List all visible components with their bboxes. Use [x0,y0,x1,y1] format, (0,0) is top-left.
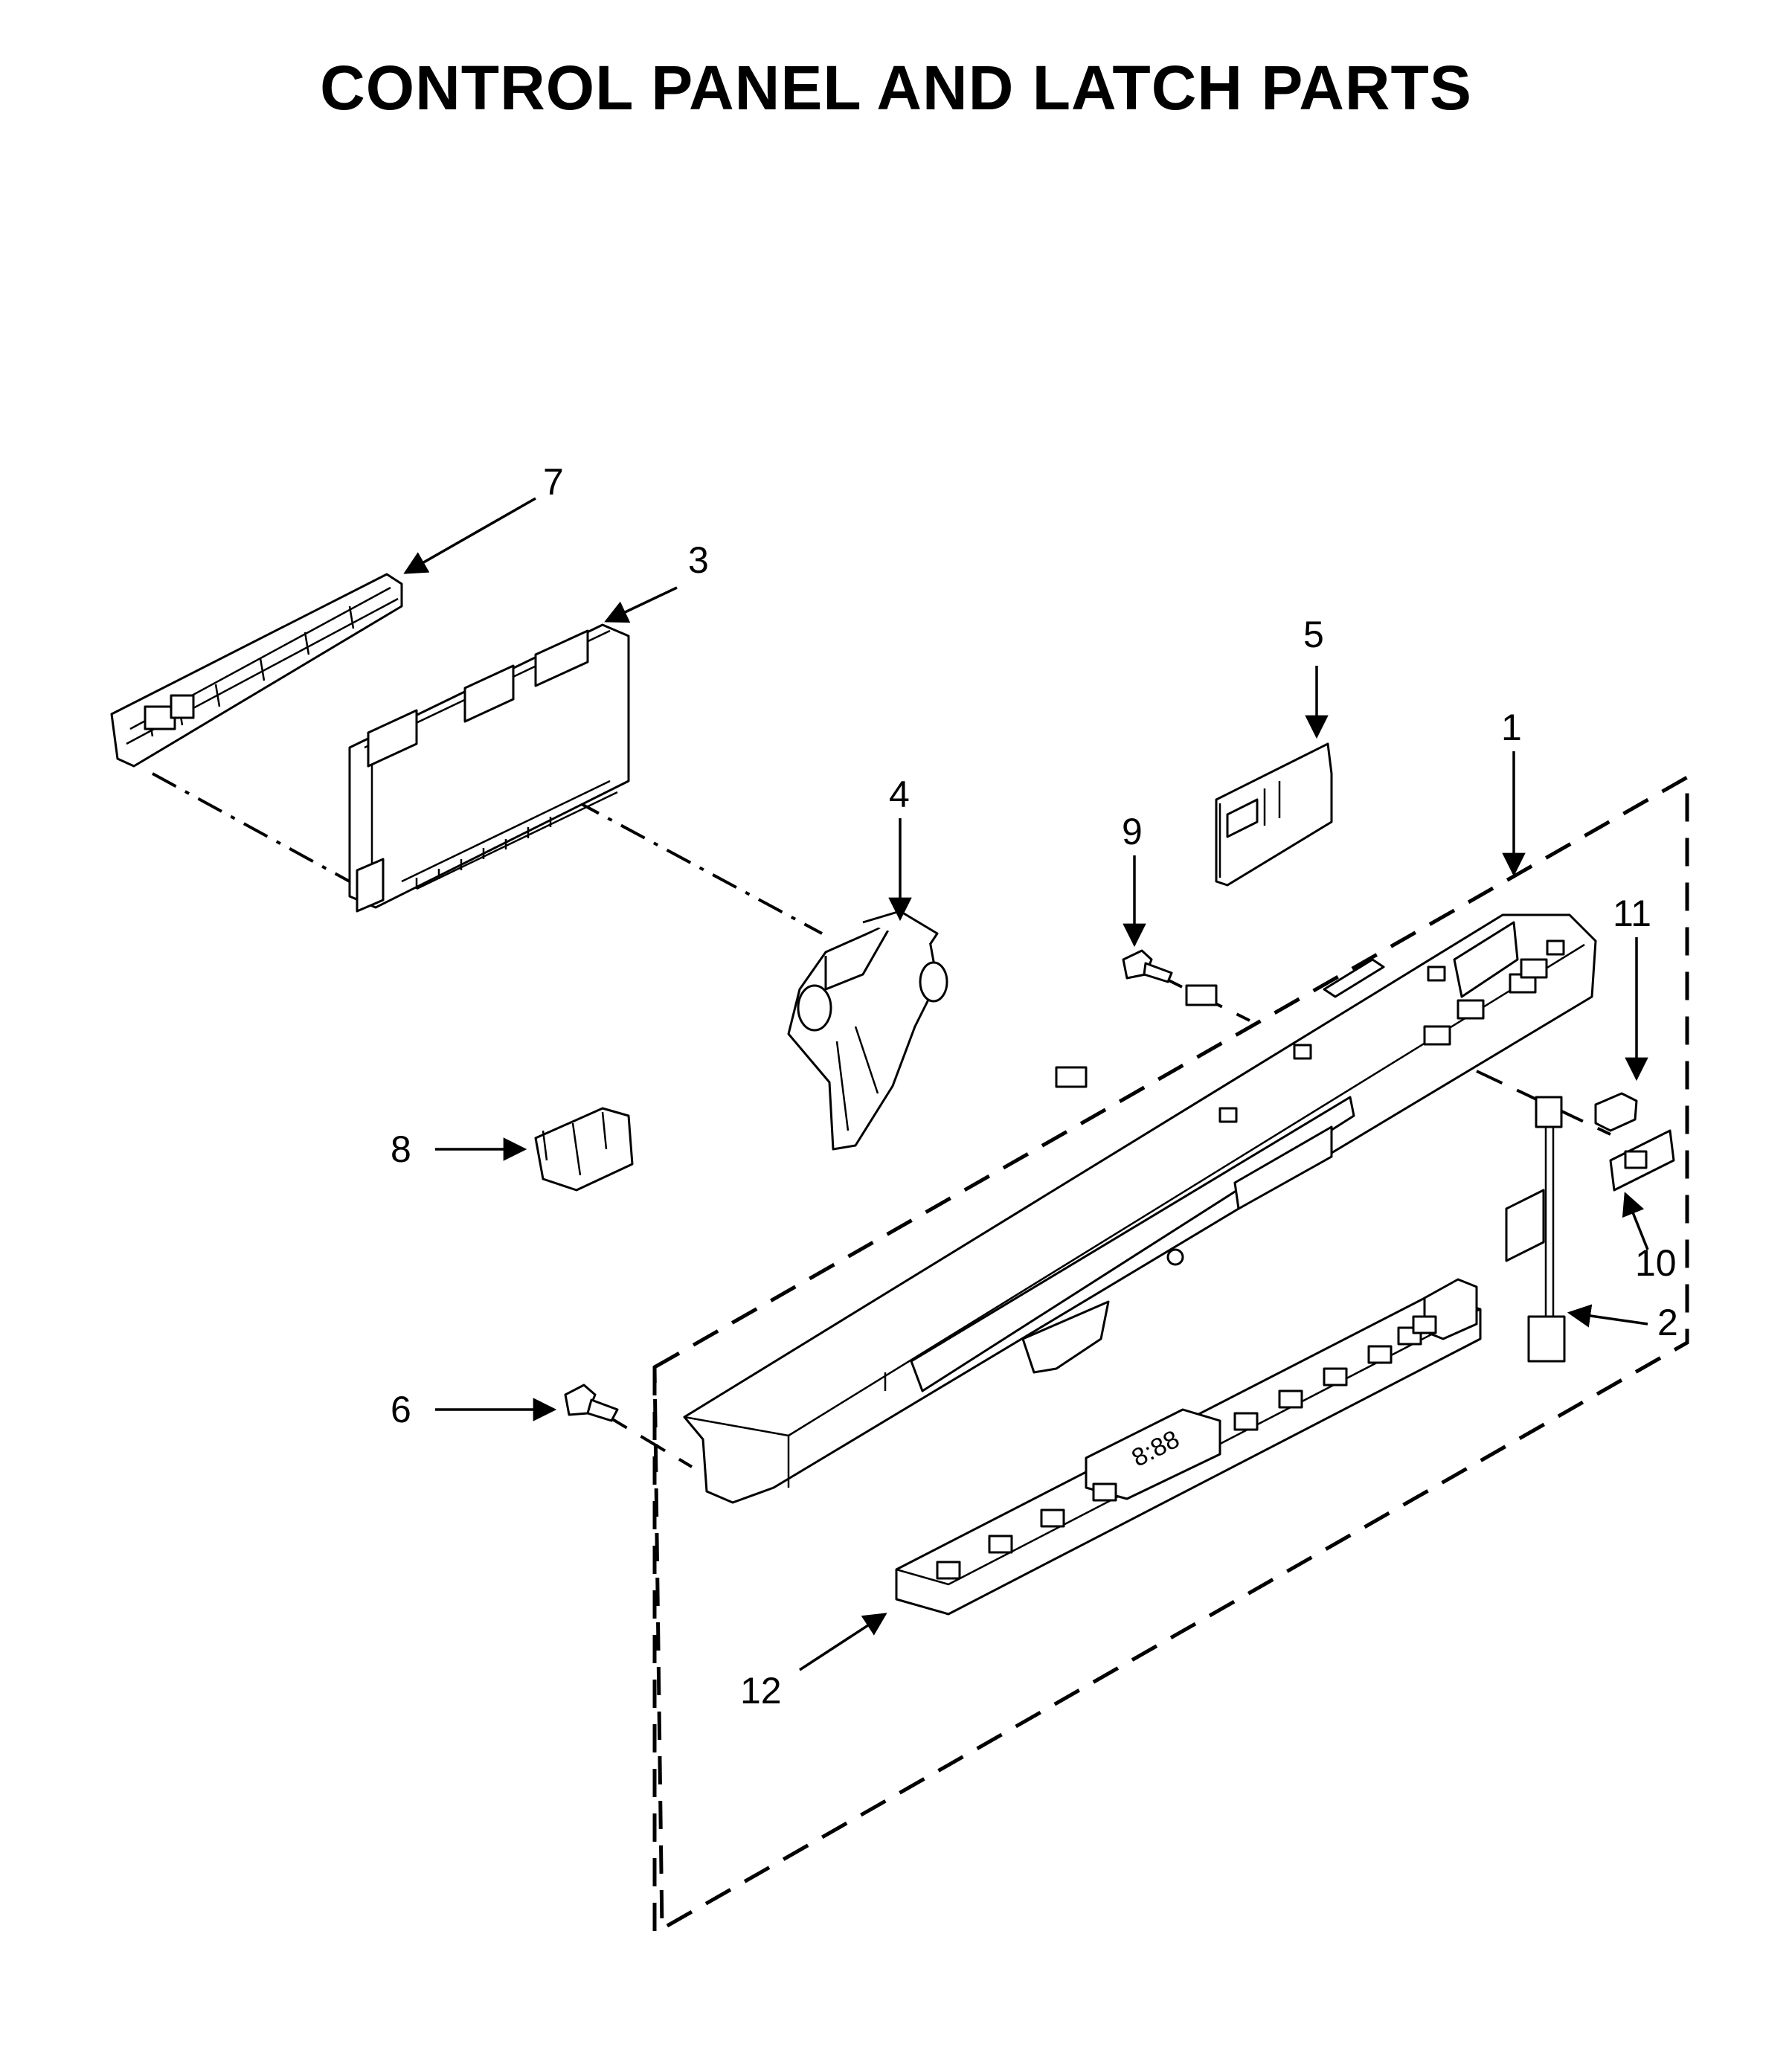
part-9-screw [1122,949,1173,983]
callout-6: 6 [391,1389,411,1430]
callout-3: 3 [688,539,709,581]
callout-7: 7 [543,461,564,503]
callout-11: 11 [1613,893,1651,934]
part-4-door-latch [787,910,948,1151]
part-3-control-board [348,623,630,913]
assembly-boundary [652,774,1689,1938]
callout-8: 8 [391,1128,411,1170]
callout-4: 4 [889,774,910,815]
part-7-trim-strip [110,573,403,768]
callout-12: 12 [740,1670,782,1712]
part-11-button [1594,1092,1638,1132]
callout-1: 1 [1501,707,1522,748]
callout-labels: 7 3 5 1 4 9 11 8 10 2 6 12 [391,461,1678,1712]
part-1-control-panel [683,913,1597,1504]
callout-5: 5 [1303,614,1324,655]
leader-arrows [403,497,1649,1671]
callout-9: 9 [1122,811,1143,852]
callout-2: 2 [1657,1302,1678,1343]
diagram-title: CONTROL PANEL AND LATCH PARTS [320,53,1472,123]
part-8-clip [534,1107,634,1192]
part-10-small-board [1609,1129,1675,1192]
part-12-ui-board: 8:88 [895,1278,1482,1616]
part-6-screw [564,1384,619,1422]
part-5-latch-cover [1215,742,1333,887]
callout-10: 10 [1635,1242,1677,1284]
part-2-wire-harness [1505,1096,1566,1363]
